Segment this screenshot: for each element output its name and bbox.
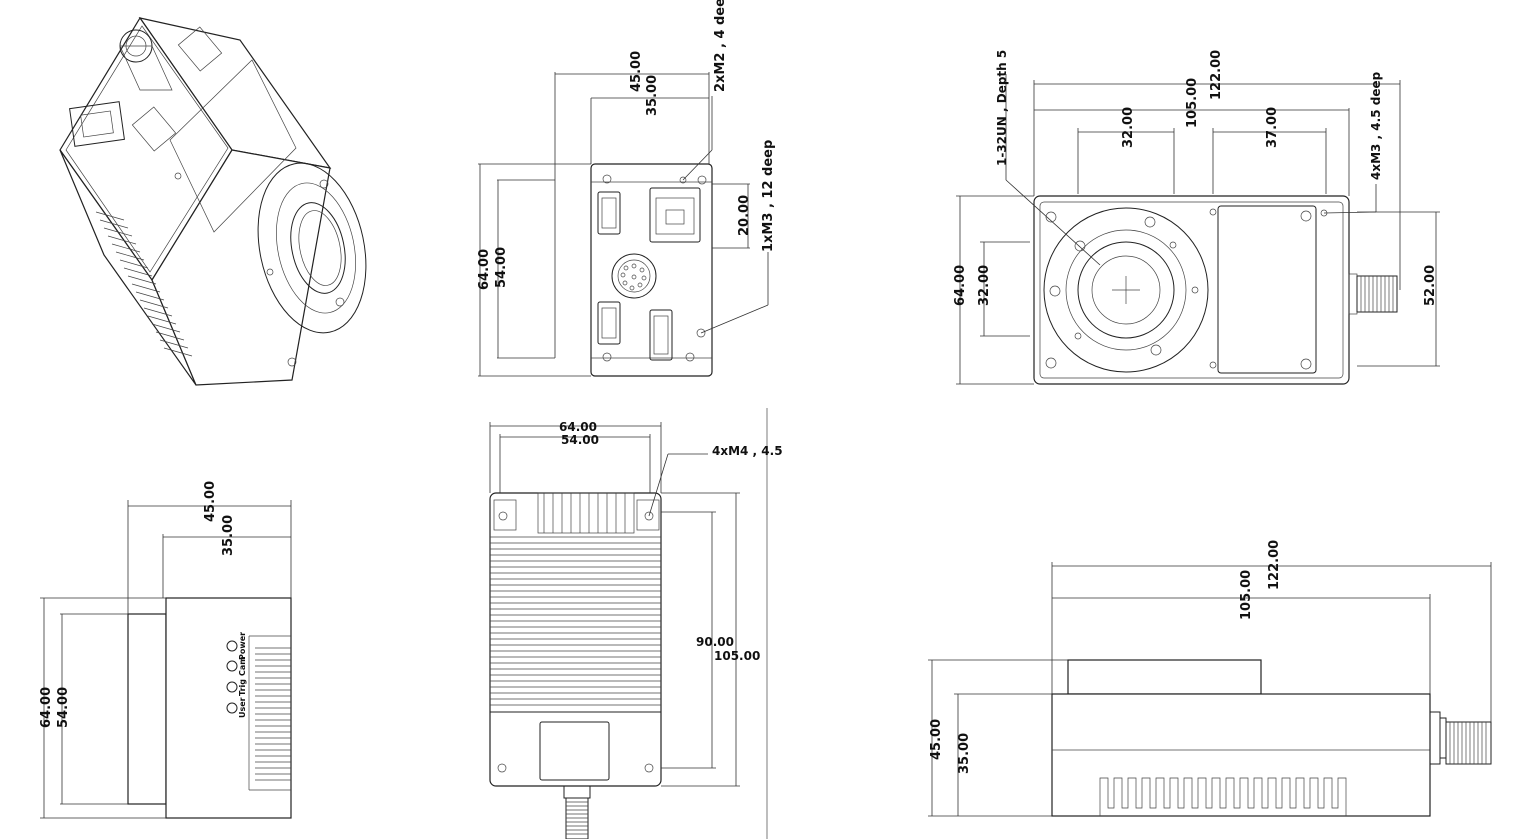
dim-front-height-outer: 64.00 <box>477 249 492 290</box>
dim-profile-height-inner: 35.00 <box>957 733 972 774</box>
dim-front-width-outer: 45.00 <box>629 51 644 92</box>
note-m4-holes: 4xM4 , 4.5 <box>712 444 783 458</box>
dim-profile-height-outer: 45.00 <box>929 719 944 760</box>
dim-bottom-length-inner: 90.00 <box>696 635 734 649</box>
dim-top-hole-right: 37.00 <box>1265 107 1280 148</box>
note-m3-hole: 1xM3 , 12 deep <box>761 140 776 252</box>
dim-bottom-width-inner: 54.00 <box>561 433 599 447</box>
dim-top-right-height: 52.00 <box>1423 265 1438 306</box>
dim-bottom-length-outer: 105.00 <box>714 649 760 663</box>
note-thread: 1-32UN , Depth 5 <box>995 50 1009 166</box>
led-label-user: User <box>238 697 247 718</box>
note-m2-holes: 2xM2 , 4 deep <box>713 0 728 92</box>
top-view: 122.00 105.00 32.00 37.00 64.00 32.00 52… <box>953 50 1440 385</box>
dim-side-width-inner: 35.00 <box>221 515 236 556</box>
profile-view: 122.00 105.00 45.00 35.00 <box>928 540 1492 817</box>
bottom-view: 64.00 54.00 4xM4 , 4.5 90.00 105.00 <box>489 420 783 839</box>
dim-top-overall-length: 122.00 <box>1209 50 1224 100</box>
front-view: 45.00 35.00 64.00 54.00 20.00 2xM2 , 4 d… <box>477 0 776 377</box>
dim-top-hole-left: 32.00 <box>1121 107 1136 148</box>
dim-top-hole-vertical: 32.00 <box>977 265 992 306</box>
cam-led-icon <box>226 660 238 672</box>
user-led-icon <box>226 702 238 714</box>
note-m3-holes: 4xM3 , 4.5 deep <box>1369 71 1383 180</box>
dim-side-height-outer: 64.00 <box>39 687 54 728</box>
led-label-trig: Trig <box>238 679 247 696</box>
trig-led-icon <box>226 681 238 693</box>
side-view: Power Cam Trig User 45.00 35.00 64.00 54… <box>39 481 292 819</box>
dim-front-spacing: 20.00 <box>737 195 752 236</box>
dim-top-height: 64.00 <box>953 265 968 306</box>
dim-side-width-outer: 45.00 <box>203 481 218 522</box>
power-led-icon <box>226 640 238 652</box>
dim-front-height-inner: 54.00 <box>494 247 509 288</box>
led-label-cam: Cam <box>238 656 247 676</box>
led-label-power: Power <box>238 632 247 660</box>
dim-profile-overall-length: 122.00 <box>1267 540 1282 590</box>
dim-side-height-inner: 54.00 <box>56 687 71 728</box>
dim-profile-body-length: 105.00 <box>1239 570 1254 620</box>
dim-top-body-length: 105.00 <box>1185 78 1200 128</box>
isometric-view <box>59 16 367 386</box>
dim-front-width-inner: 35.00 <box>645 75 660 116</box>
dim-bottom-width-outer: 64.00 <box>559 420 597 434</box>
